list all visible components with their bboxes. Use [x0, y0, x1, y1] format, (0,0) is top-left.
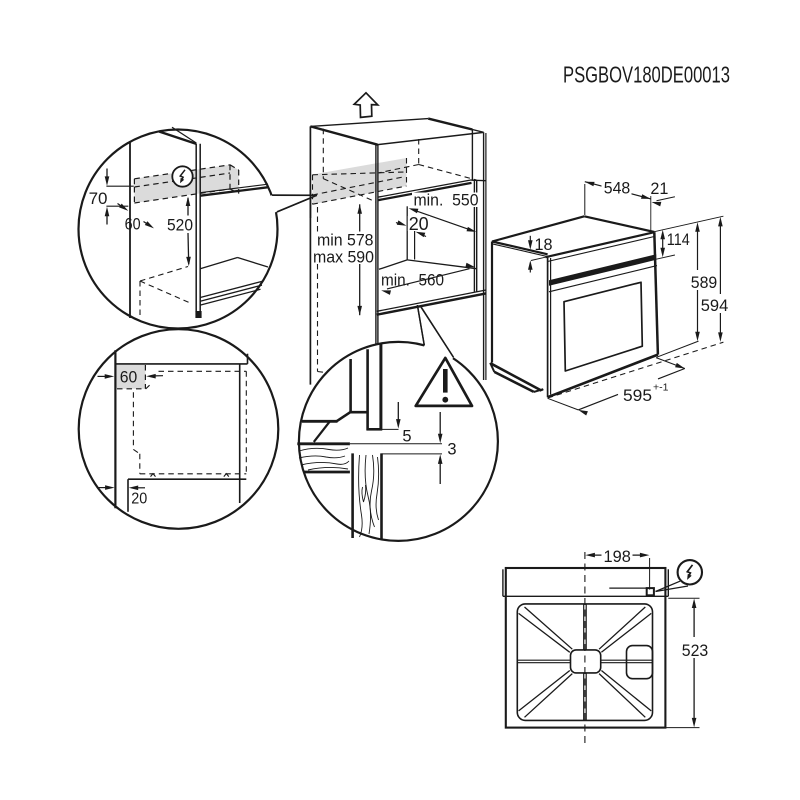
svg-text:520: 520 — [167, 216, 193, 235]
svg-text:60: 60 — [120, 368, 138, 386]
svg-text:594: 594 — [701, 297, 729, 315]
svg-text:min. 560: min. 560 — [381, 271, 444, 289]
svg-text:+-1: +-1 — [653, 382, 669, 394]
svg-text:198: 198 — [604, 548, 631, 566]
svg-text:5: 5 — [402, 428, 411, 446]
svg-text:20: 20 — [409, 214, 429, 234]
svg-text:PSGBOV180DE00013: PSGBOV180DE00013 — [563, 62, 730, 88]
svg-text:70: 70 — [89, 189, 108, 208]
svg-text:114: 114 — [667, 231, 690, 249]
svg-text:min 578: min 578 — [317, 231, 374, 249]
svg-text:548: 548 — [604, 179, 631, 197]
svg-text:20: 20 — [131, 491, 147, 508]
svg-text:595: 595 — [623, 387, 652, 405]
svg-text:589: 589 — [691, 274, 718, 292]
svg-text:3: 3 — [447, 441, 456, 459]
svg-text:60: 60 — [125, 215, 141, 234]
svg-text:min. 550: min. 550 — [414, 192, 479, 210]
svg-text:max 590: max 590 — [313, 249, 374, 267]
svg-text:523: 523 — [682, 642, 709, 660]
svg-text:18: 18 — [535, 236, 553, 254]
svg-text:21: 21 — [650, 180, 668, 198]
